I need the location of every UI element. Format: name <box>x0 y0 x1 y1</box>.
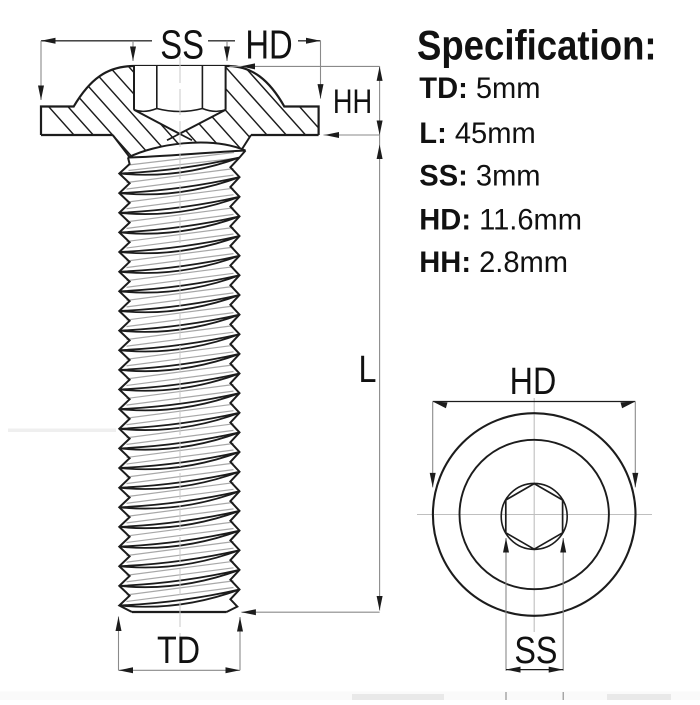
svg-text:SS: SS <box>160 21 204 67</box>
svg-text:L: L <box>359 349 377 391</box>
svg-text:HD: HD <box>510 361 557 403</box>
svg-text:L: 45mm: L: 45mm <box>419 116 535 149</box>
svg-text:HH: HH <box>333 82 372 121</box>
svg-text:TD: TD <box>157 630 200 672</box>
svg-text:Specification:: Specification: <box>417 22 657 69</box>
svg-text:TD: 5mm: TD: 5mm <box>419 71 540 104</box>
svg-text:SS: 3mm: SS: 3mm <box>419 159 540 192</box>
svg-text:SS: SS <box>514 630 557 672</box>
svg-text:HD: HD <box>245 21 292 67</box>
svg-text:HD: 11.6mm: HD: 11.6mm <box>419 203 582 236</box>
svg-text:HH: 2.8mm: HH: 2.8mm <box>419 246 568 279</box>
